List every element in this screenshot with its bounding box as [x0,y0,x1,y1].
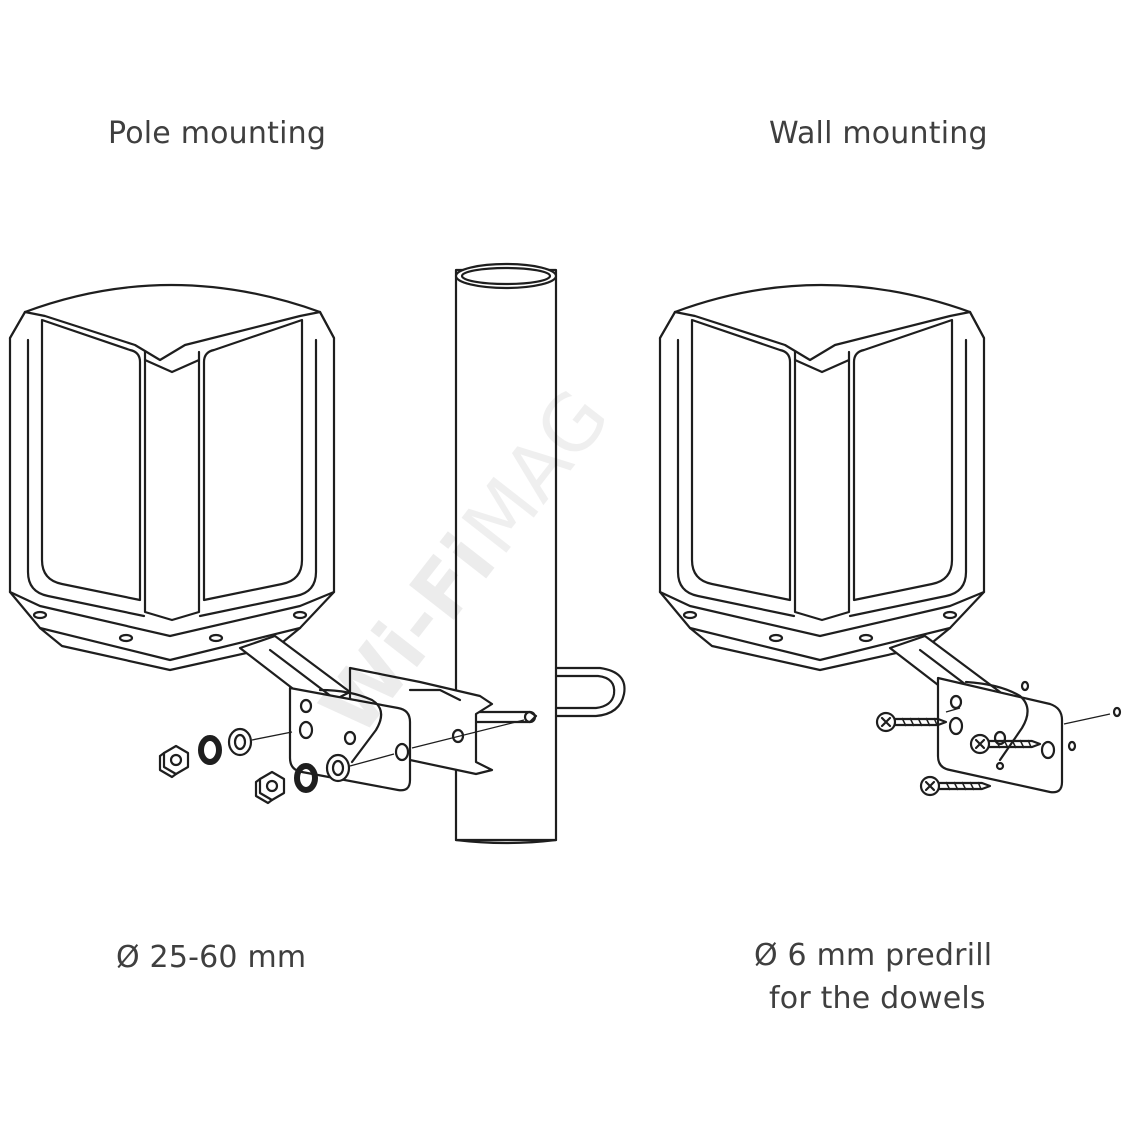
predrill-label-line1: Ø 6 mm predrill [754,938,993,973]
pole-mounting-title: Pole mounting [108,116,327,151]
wall-mounting-title: Wall mounting [769,116,988,151]
access-point-right [658,283,986,672]
wall-mount-figure [658,283,1122,797]
pole-mount-figure [8,262,626,845]
access-point-left [8,283,336,672]
u-bolt [454,666,626,724]
screw-top [875,711,948,733]
predrill-label-line2: for the dowels [769,981,986,1016]
screw-bottom [919,775,992,797]
pole-diameter-label: Ø 25-60 mm [116,940,307,975]
